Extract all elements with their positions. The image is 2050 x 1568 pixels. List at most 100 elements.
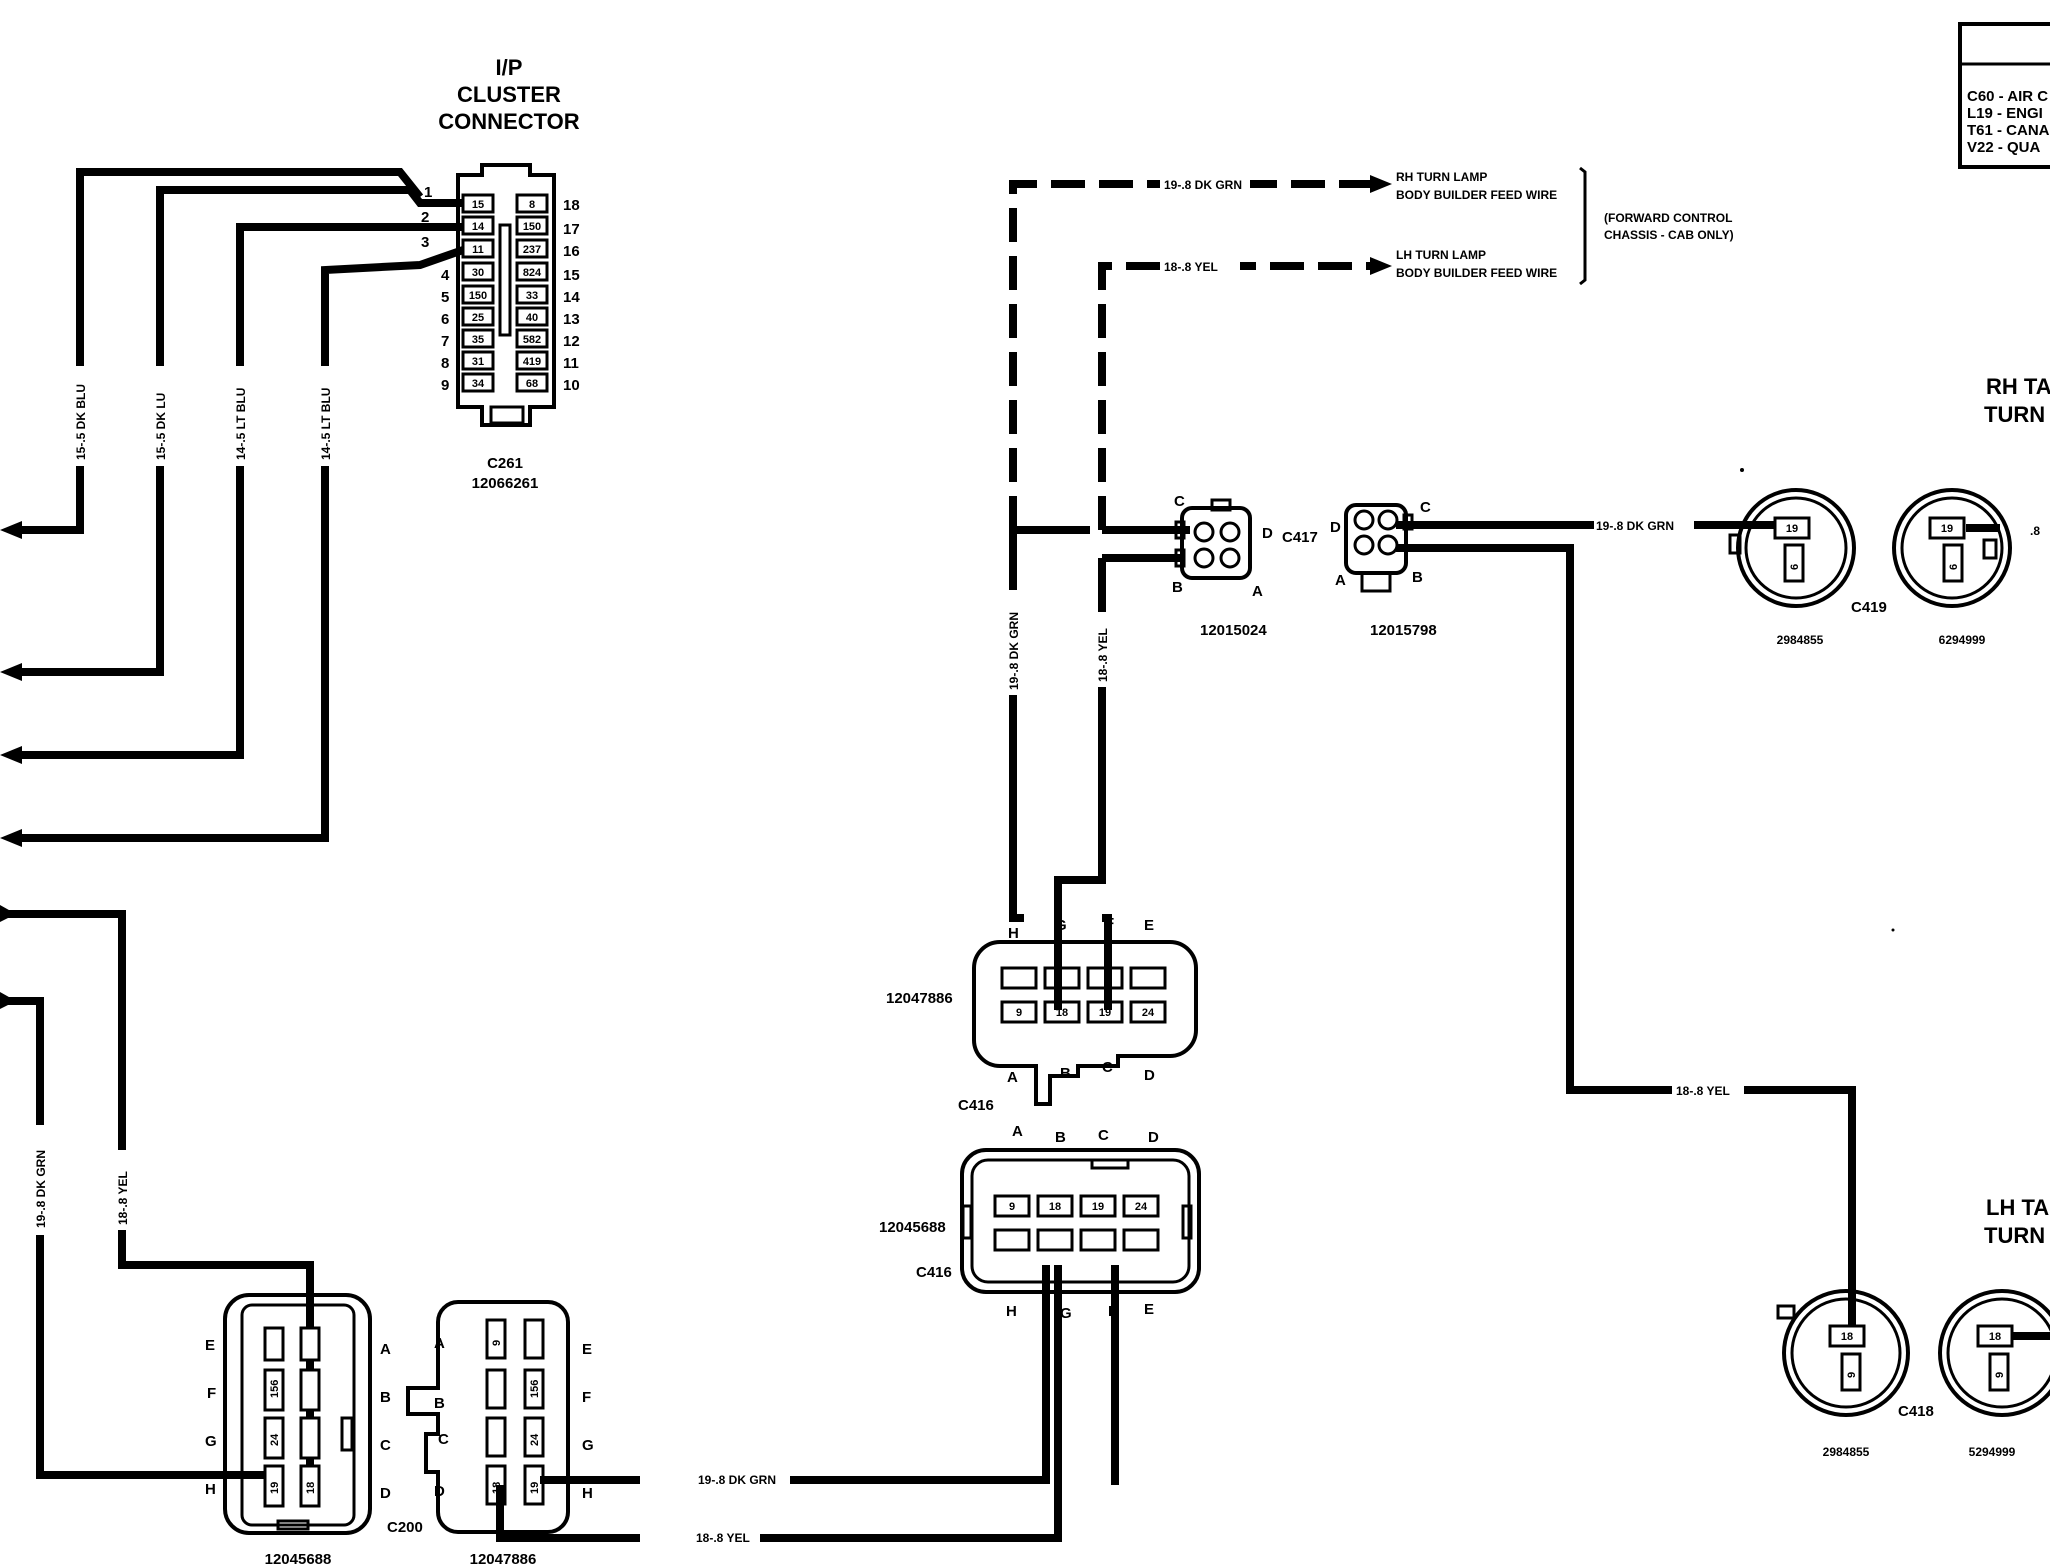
svg-text:E: E bbox=[1144, 1301, 1154, 1318]
lh-lamp-socket-left: 18 9 bbox=[1776, 1289, 1910, 1417]
svg-text:68: 68 bbox=[526, 378, 538, 390]
svg-text:18: 18 bbox=[563, 197, 580, 214]
svg-text:40: 40 bbox=[526, 312, 538, 324]
wire-label-yel-left: 18-.8 YEL bbox=[116, 1171, 130, 1225]
legend-box: C60 - AIR C L19 - ENGI T61 - CANA V22 - … bbox=[1958, 22, 2050, 169]
svg-text:TURN: TURN bbox=[1984, 402, 2045, 427]
svg-text:TURN: TURN bbox=[1984, 1223, 2045, 1248]
svg-text:150: 150 bbox=[469, 290, 487, 302]
svg-text:24: 24 bbox=[1135, 1201, 1148, 1213]
svg-text:1: 1 bbox=[424, 184, 432, 201]
svg-text:RH TA: RH TA bbox=[1986, 374, 2050, 399]
svg-text:E: E bbox=[205, 1337, 215, 1354]
svg-text:582: 582 bbox=[523, 334, 541, 346]
svg-text:H: H bbox=[582, 1485, 593, 1502]
rh-wire-label: 19-.8 DK GRN bbox=[1596, 519, 1674, 533]
feed-lh-label-1: LH TURN LAMP bbox=[1396, 248, 1486, 262]
svg-text:12015798: 12015798 bbox=[1370, 622, 1437, 639]
svg-text:30: 30 bbox=[472, 267, 484, 279]
svg-text:A: A bbox=[1012, 1123, 1023, 1140]
svg-text:F: F bbox=[582, 1389, 591, 1406]
legend-item-3: T61 - CANA bbox=[1967, 122, 2050, 139]
svg-text:D: D bbox=[1148, 1129, 1159, 1146]
svg-text:31: 31 bbox=[472, 356, 484, 368]
svg-text:13: 13 bbox=[563, 311, 580, 328]
svg-text:A: A bbox=[380, 1341, 391, 1358]
svg-text:24: 24 bbox=[269, 1433, 281, 1446]
c417-right-connector: D C A B 12015798 bbox=[1330, 499, 1437, 639]
svg-text:11: 11 bbox=[563, 355, 579, 372]
svg-text:9: 9 bbox=[491, 1340, 503, 1346]
wire-label-lt-blu-2: 14-.5 LT BLU bbox=[319, 388, 333, 460]
svg-text:H: H bbox=[205, 1481, 216, 1498]
svg-text:18: 18 bbox=[1049, 1201, 1061, 1213]
svg-text:4: 4 bbox=[441, 267, 450, 284]
svg-text:D: D bbox=[1262, 525, 1273, 542]
svg-text:B: B bbox=[1060, 1065, 1071, 1082]
cluster-title-2: CLUSTER bbox=[457, 82, 561, 107]
cluster-pin-numbers-left: 1 2 3 4 5 6 7 8 9 bbox=[421, 184, 450, 394]
lh-lamp-section: LH TA TURN 18 9 18 9 C418 2984855 529499… bbox=[1776, 1195, 2050, 1459]
svg-text:F: F bbox=[207, 1385, 216, 1402]
svg-text:18: 18 bbox=[1989, 1331, 2001, 1343]
svg-text:25: 25 bbox=[472, 312, 484, 324]
svg-text:D: D bbox=[434, 1483, 445, 1500]
legend-item-4: V22 - QUA bbox=[1967, 139, 2041, 156]
cluster-housing bbox=[456, 163, 556, 427]
svg-text:19: 19 bbox=[1941, 523, 1953, 535]
svg-text:C: C bbox=[1420, 499, 1431, 516]
svg-text:C416: C416 bbox=[916, 1264, 952, 1281]
svg-text:5: 5 bbox=[441, 289, 449, 306]
feed-rh-label-1: RH TURN LAMP bbox=[1396, 170, 1487, 184]
c200-right-connector: 9 156 24 18 19 A B C D E F G H 12047886 bbox=[406, 1300, 594, 1568]
wire-label-dk-grn-vert: 19-.8 DK GRN bbox=[1007, 612, 1021, 690]
svg-text:17: 17 bbox=[563, 221, 580, 238]
svg-text:C: C bbox=[380, 1437, 391, 1454]
svg-text:18: 18 bbox=[1841, 1331, 1853, 1343]
svg-text:D: D bbox=[380, 1485, 391, 1502]
feed-lh-wire-label: 18-.8 YEL bbox=[1164, 260, 1218, 274]
svg-text:2: 2 bbox=[421, 209, 429, 226]
svg-text:C416: C416 bbox=[958, 1097, 994, 1114]
vertical-wires: 19-.8 DK GRN 18-.8 YEL bbox=[1005, 526, 1190, 1010]
svg-text:A: A bbox=[1252, 583, 1263, 600]
c416-lower-connector: 9 18 19 24 A B C D H G F E 12045688 C416 bbox=[879, 1123, 1201, 1322]
svg-text:237: 237 bbox=[523, 244, 541, 256]
svg-text:H: H bbox=[1008, 925, 1019, 942]
svg-text:19: 19 bbox=[1786, 523, 1798, 535]
svg-text:H: H bbox=[1006, 1303, 1017, 1320]
cluster-title-1: I/P bbox=[496, 55, 523, 80]
svg-text:14: 14 bbox=[472, 221, 485, 233]
svg-text:B: B bbox=[1412, 569, 1423, 586]
svg-text:C419: C419 bbox=[1851, 599, 1887, 616]
svg-text:D: D bbox=[1330, 519, 1341, 536]
svg-text:LH TA: LH TA bbox=[1986, 1195, 2049, 1220]
svg-text:C: C bbox=[1174, 493, 1185, 510]
svg-text:12045688: 12045688 bbox=[879, 1219, 946, 1236]
svg-text:18: 18 bbox=[305, 1482, 317, 1494]
svg-text:156: 156 bbox=[269, 1380, 281, 1398]
svg-text:824: 824 bbox=[523, 267, 542, 279]
svg-text:E: E bbox=[1144, 917, 1154, 934]
wire-label-yel-vert: 18-.8 YEL bbox=[1096, 628, 1110, 682]
stray-dot bbox=[1740, 468, 1744, 472]
cluster-pin-numbers-right: 18 17 16 15 14 13 12 11 10 bbox=[563, 197, 580, 394]
wire-label-yel-bottom: 18-.8 YEL bbox=[696, 1531, 750, 1545]
svg-text:A: A bbox=[1335, 572, 1346, 589]
left-edge-arrows bbox=[0, 521, 22, 847]
c417-id: C417 bbox=[1282, 529, 1318, 546]
svg-text:9: 9 bbox=[1846, 1372, 1858, 1378]
svg-text:19: 19 bbox=[529, 1482, 541, 1494]
svg-text:2984855: 2984855 bbox=[1777, 633, 1824, 647]
cluster-title-3: CONNECTOR bbox=[438, 109, 579, 134]
svg-text:16: 16 bbox=[563, 243, 580, 260]
wire-label-dk-lu: 15-.5 DK LU bbox=[154, 393, 168, 460]
legend-item-1: C60 - AIR C bbox=[1967, 88, 2048, 105]
feed-lh-label-2: BODY BUILDER FEED WIRE bbox=[1396, 266, 1557, 280]
svg-text:5294999: 5294999 bbox=[1969, 1445, 2016, 1459]
feed-note-2: CHASSIS - CAB ONLY) bbox=[1604, 228, 1734, 242]
legend-item-2: L19 - ENGI bbox=[1967, 105, 2043, 122]
cluster-cavities-left: 15 14 11 30 150 25 35 31 34 bbox=[461, 193, 495, 393]
feed-rh-wire-label: 19-.8 DK GRN bbox=[1164, 178, 1242, 192]
